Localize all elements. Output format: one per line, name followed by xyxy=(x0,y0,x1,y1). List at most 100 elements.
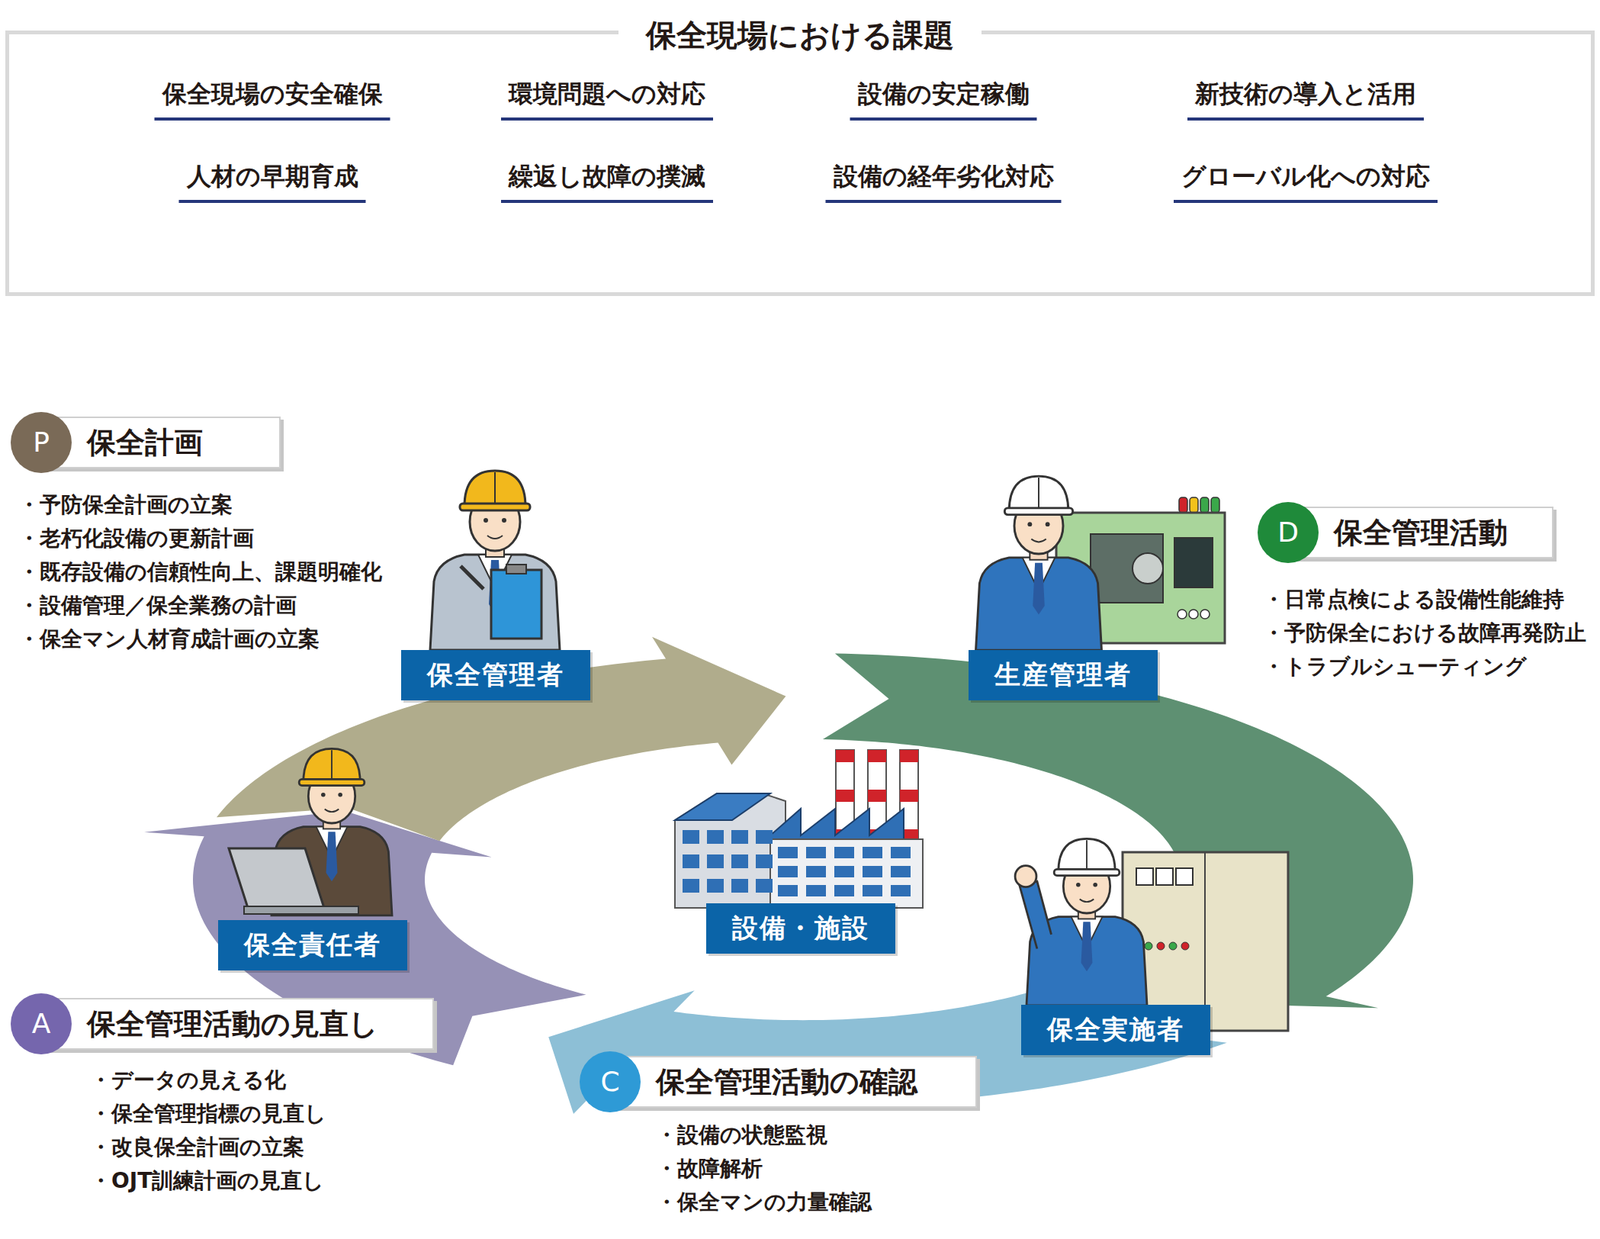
bullet-item: ・改良保全計画の立案 xyxy=(89,1130,439,1164)
role-box: 保全管理者 xyxy=(401,649,591,701)
building-wall xyxy=(674,793,786,908)
roof xyxy=(674,793,771,820)
issue-panel: 保全現場における課題保全現場の安全確保環境問題への対応設備の安定稼働新技術の導入… xyxy=(5,30,1595,296)
window xyxy=(777,846,798,858)
machine-window xyxy=(1090,533,1164,603)
window xyxy=(777,884,798,897)
phase-letter: D xyxy=(1257,501,1319,563)
window xyxy=(731,854,749,868)
chimney-stripe xyxy=(899,749,919,762)
mouth xyxy=(1031,539,1046,543)
plan-arrow-band xyxy=(216,636,786,842)
issue-item: 環境問題への対応 xyxy=(501,77,714,121)
chimney-stripe xyxy=(835,789,855,802)
helmet-ridge xyxy=(1037,477,1040,508)
worker-figure xyxy=(1015,838,1147,1006)
helmet-ridge xyxy=(494,472,496,504)
phase-header: A保全管理活動の見直し xyxy=(10,992,439,1054)
bullet-item: ・保全管理指標の見直し xyxy=(89,1096,439,1131)
eye xyxy=(1027,521,1032,527)
role-name: 設備・施設 xyxy=(732,910,870,946)
window xyxy=(755,829,773,844)
phase-group: P保全計画・予防保全計画の立案・老朽化設備の更新計画・既存設備の信頼性向上、課題… xyxy=(10,411,383,656)
helmet-brim xyxy=(1053,868,1120,875)
indicator-lamp xyxy=(1144,941,1153,950)
role-name: 生産管理者 xyxy=(994,657,1132,693)
raised-arm xyxy=(1019,880,1052,948)
role-name: 保全管理者 xyxy=(427,657,565,693)
window xyxy=(834,846,855,858)
eye xyxy=(337,792,343,797)
signal-lamp xyxy=(1200,497,1209,513)
tie xyxy=(1081,921,1093,971)
indicator-lamp xyxy=(1156,941,1165,950)
issue-text: グローバル化への対応 xyxy=(1173,160,1438,203)
role-box: 保全実施者 xyxy=(1021,1004,1211,1055)
window xyxy=(777,865,798,878)
sawtooth-roof xyxy=(770,808,904,839)
phase-group: D保全管理活動・日常点検による設備性能維持・予防保全における故障再発防止・トラブ… xyxy=(1257,501,1587,684)
helmet-ridge xyxy=(330,749,333,779)
pen xyxy=(460,565,484,589)
issue-item: グローバル化への対応 xyxy=(1173,160,1438,203)
phase-title: 保全管理活動の確認 xyxy=(610,1055,977,1108)
issue-item: 保全現場の安全確保 xyxy=(154,77,391,121)
bullet-item: ・予防保全における故障再発防止 xyxy=(1262,616,1587,650)
helmet-brim xyxy=(298,778,365,785)
window xyxy=(806,865,826,878)
suit xyxy=(976,557,1103,650)
eye xyxy=(501,517,507,523)
window xyxy=(834,884,855,897)
window xyxy=(862,884,883,897)
mouth xyxy=(324,808,340,812)
window xyxy=(862,865,883,878)
indicator-lamp xyxy=(1169,941,1177,950)
control-panel xyxy=(1174,537,1213,588)
phase-title: 保全管理活動 xyxy=(1288,506,1554,559)
bullet-item: ・老朽化設備の更新計画 xyxy=(18,521,383,556)
meter xyxy=(1136,867,1154,885)
phase-letter: A xyxy=(10,992,72,1054)
meter xyxy=(1156,867,1173,885)
phase-header: C保全管理活動の確認 xyxy=(579,1050,982,1112)
laptop-screen xyxy=(228,848,325,908)
issue-item: 設備の安定稼働 xyxy=(850,77,1038,121)
issue-text: 設備の安定稼働 xyxy=(850,77,1038,121)
window xyxy=(731,878,749,893)
helmet xyxy=(464,470,526,507)
factory-illustration xyxy=(674,749,923,908)
suit xyxy=(430,554,560,650)
bullet-item: ・日常点検による設備性能維持 xyxy=(1262,582,1587,617)
indicator-lamp xyxy=(1181,941,1189,950)
helmet-ridge xyxy=(1085,839,1088,869)
production-manager-figure xyxy=(976,475,1103,650)
bullet-item: ・予防保全計画の立案 xyxy=(18,488,383,522)
do-arrow-band xyxy=(822,652,1414,1008)
issue-text: 設備の経年劣化対応 xyxy=(825,160,1062,203)
issue-text: 人材の早期育成 xyxy=(179,160,367,203)
mouth xyxy=(1079,898,1095,902)
role-box: 生産管理者 xyxy=(968,649,1158,701)
cabinet-door xyxy=(1204,851,1206,1031)
issue-item: 設備の経年劣化対応 xyxy=(825,160,1062,203)
building-hall xyxy=(770,838,923,908)
phase-letter: C xyxy=(579,1050,641,1112)
helmet-brim xyxy=(1004,507,1073,515)
panel-title: 保全現場における課題 xyxy=(618,14,982,57)
issue-item: 新技術の導入と活用 xyxy=(1187,77,1424,121)
button xyxy=(1200,609,1210,619)
phase-letter: P xyxy=(10,411,72,473)
bullet-item: ・故障解析 xyxy=(655,1151,982,1186)
bullet-item: ・保全マンの力量確認 xyxy=(655,1185,982,1219)
role-box: 設備・施設 xyxy=(706,902,896,954)
bullet-item: ・既存設備の信頼性向上、課題明確化 xyxy=(18,555,383,589)
manager-figure xyxy=(430,470,560,650)
window xyxy=(862,846,883,858)
helmet xyxy=(303,748,360,782)
bullet-item: ・設備管理／保全業務の計画 xyxy=(18,588,383,623)
chimney-stripe xyxy=(867,749,887,762)
bullet-item: ・OJT訓練計画の見直し xyxy=(89,1163,439,1198)
issue-text: 新技術の導入と活用 xyxy=(1187,77,1424,121)
laptop-base xyxy=(244,906,359,914)
